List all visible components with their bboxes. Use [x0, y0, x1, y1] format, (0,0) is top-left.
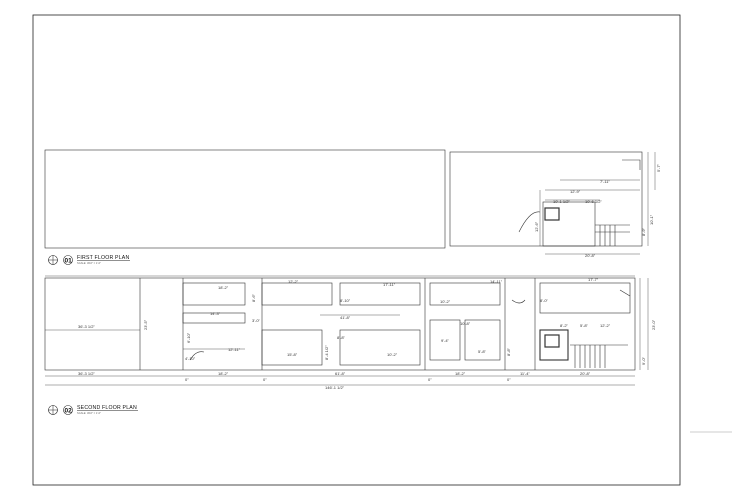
second-floor-dims: 36'-3 1/2" 23'-5" 36'-3 1/2" 18'-2" 61'-…: [78, 277, 656, 390]
room-dim: 14'-3": [210, 311, 221, 316]
dim-bottom-e: 11'-4": [520, 371, 530, 376]
first-floor-door-swing: [518, 211, 541, 233]
first-floor-outline-left: [44, 149, 446, 249]
second-floor-outline: [44, 277, 636, 371]
dim-bottom-c: 61'-8": [335, 371, 346, 376]
dim-right-a: 23'-0": [651, 319, 656, 330]
room-dim: 12'-2": [288, 279, 299, 284]
room-dim: 8'-4 1/2": [324, 345, 329, 360]
grid-marker: 0": [428, 377, 432, 382]
sheet-border: [32, 14, 681, 486]
plan-scale: SCALE: 3/16" = 1'-0": [77, 261, 101, 265]
dim-label: 12'-9": [570, 189, 581, 194]
plan-number-bubble: [63, 405, 73, 415]
first-floor-dims: 5'-7" 7'-11" 12'-9" 10'-1 1/2" 10'-6 1/2…: [534, 163, 661, 258]
first-floor-plan: [44, 149, 656, 255]
second-floor-title-block: 02 SECOND FLOOR PLAN SCALE: 3/16" = 1'-0…: [48, 405, 138, 415]
room-dim: 12'-2": [600, 323, 611, 328]
dim-overall-length: 146'-1 1/2": [325, 385, 345, 390]
plan-title: FIRST FLOOR PLAN: [77, 255, 129, 261]
first-floor-door-top: [622, 159, 641, 170]
first-floor-title-block: 01 FIRST FLOOR PLAN SCALE: 3/16" = 1'-0": [48, 255, 130, 265]
room-dim: 8'-8": [337, 335, 346, 340]
grid-marker: 0": [185, 377, 189, 382]
dim-right-b: 9'-0": [641, 356, 646, 365]
room-dim: 9'-4": [441, 338, 450, 343]
dim-label: 5'-7": [656, 163, 661, 172]
room-dim: 3'-0": [252, 318, 261, 323]
dim-overall-width: 36'-3 1/2": [78, 324, 95, 329]
plan-number-bubble: [63, 255, 73, 265]
room-dim: 8'-6": [251, 293, 256, 302]
room-dim: 12'-11": [228, 347, 241, 352]
room-dim: 5'-8": [478, 349, 487, 354]
dim-label: 10'-1": [649, 214, 654, 225]
dim-label: 10'-6 1/2": [585, 199, 602, 204]
plan-number: 02: [65, 408, 73, 415]
room-dim: 14'-11": [490, 279, 503, 284]
grid-marker: 0": [263, 377, 267, 382]
room-dim: 41'-8": [340, 315, 351, 320]
dim-bottom-a: 36'-3 1/2": [78, 371, 95, 376]
room-dim: 15'-8": [287, 352, 298, 357]
second-floor-plan: [44, 275, 649, 386]
grid-marker: 0": [507, 377, 511, 382]
plan-scale: SCALE: 3/16" = 1'-0": [77, 411, 101, 415]
room-dim: 8'-8": [506, 347, 511, 356]
dim-bottom-b: 18'-2": [218, 371, 229, 376]
room-dim: 10'-2": [440, 299, 451, 304]
room-dim: 4'-10": [185, 356, 196, 361]
dim-label: 12'-6": [534, 221, 539, 232]
room-dim: 8'-10": [340, 298, 351, 303]
first-floor-fixture: [544, 207, 560, 221]
room-dim: 18'-2": [218, 285, 229, 290]
dim-label: 7'-11": [600, 179, 610, 184]
dim-overall-height: 23'-5": [143, 319, 148, 330]
room-dim: 17'-11": [383, 282, 396, 287]
room-dim: 6'-10": [186, 332, 191, 343]
dim-bottom-f: 20'-8": [580, 371, 591, 376]
dim-label: 10'-1 1/2": [553, 199, 570, 204]
room-dim: 8'-0": [540, 298, 549, 303]
room-dim: 10'-2": [387, 352, 398, 357]
first-floor-stair-room: [542, 201, 596, 247]
plan-title: SECOND FLOOR PLAN: [77, 405, 137, 411]
dim-bottom-d: 18'-2": [455, 371, 466, 376]
room-dim: 5'-8": [580, 323, 589, 328]
dim-label: 20'-8": [585, 253, 596, 258]
room-dim: 8'-2": [560, 323, 569, 328]
room-dim: 10'-8": [460, 321, 471, 326]
dim-label: 8'-9": [641, 227, 646, 236]
plan-number: 01: [65, 258, 73, 265]
room-dim: 17'-7": [588, 277, 599, 282]
